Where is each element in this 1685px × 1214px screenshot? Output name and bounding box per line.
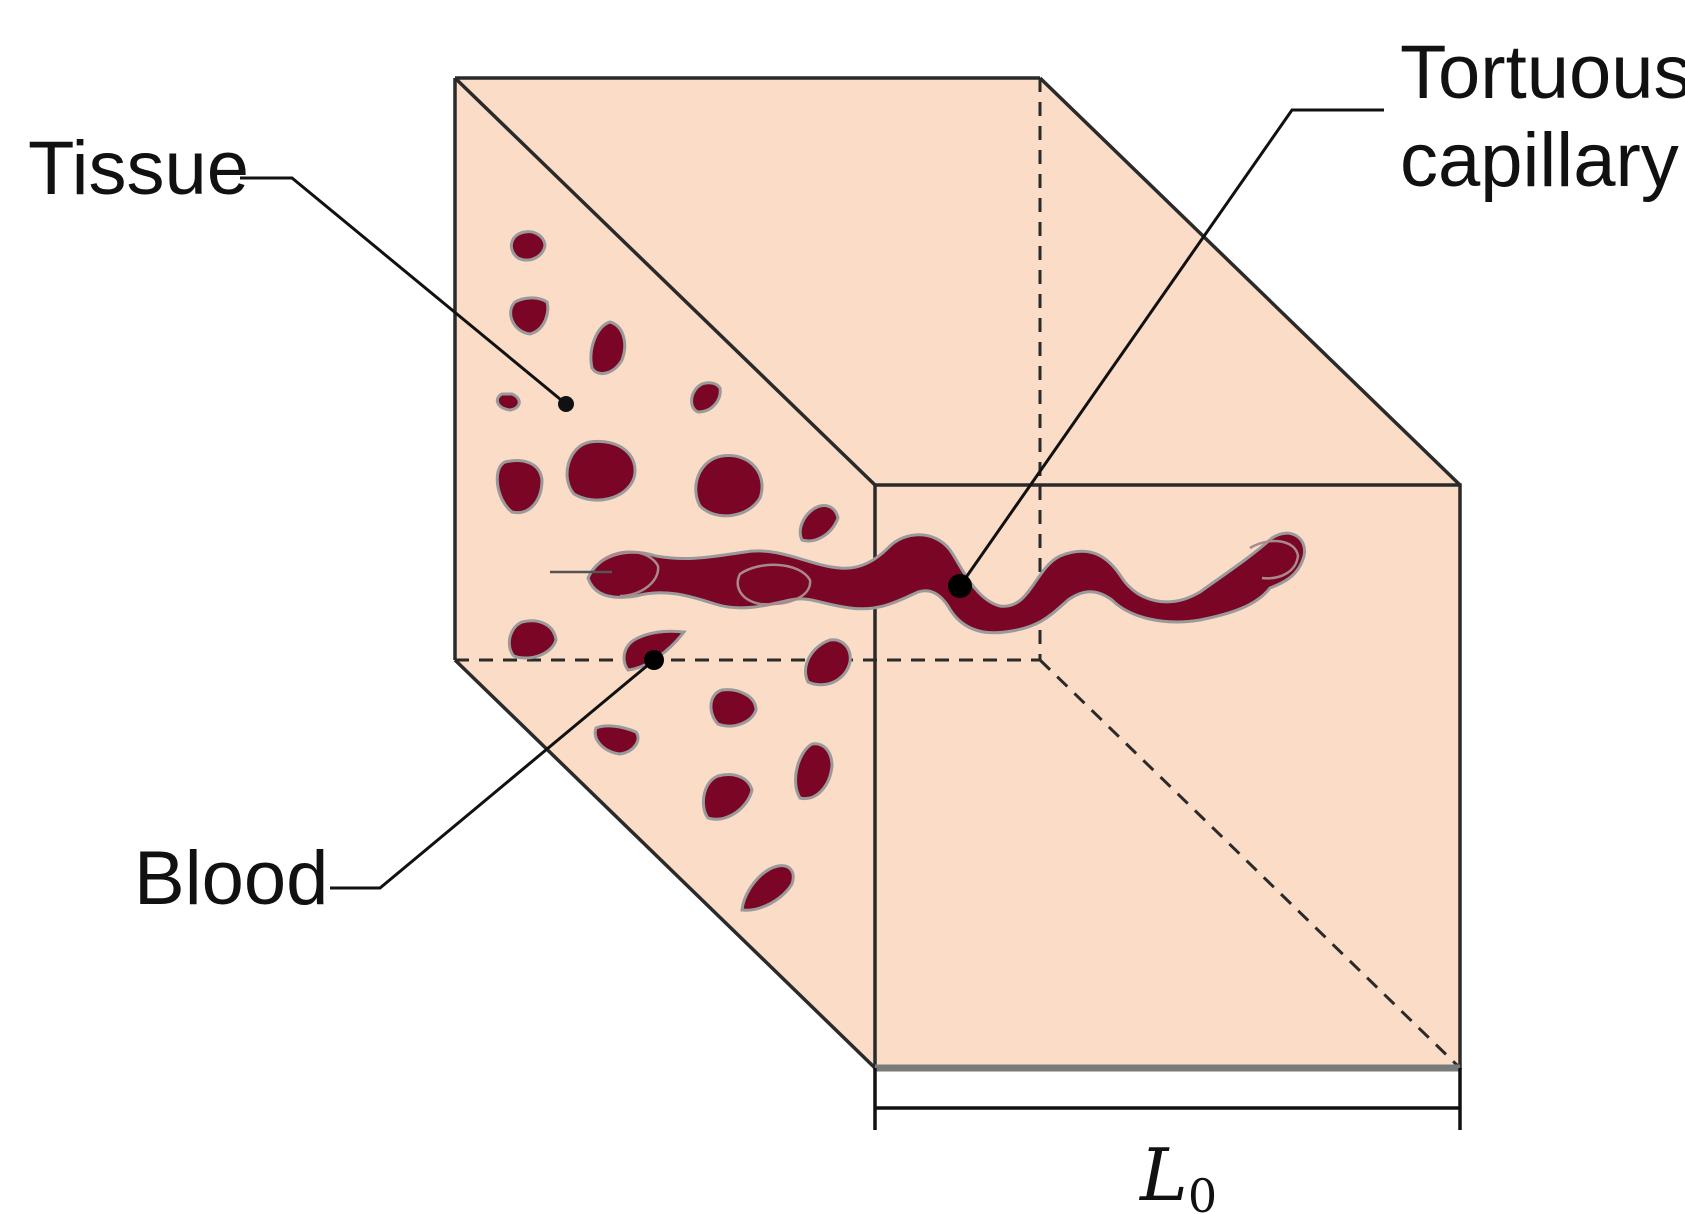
blood-vessel-section [509,296,550,336]
blood-vessel-section [589,320,627,376]
edge-top-right [1038,76,1462,487]
blood-vessel-section [694,454,764,518]
tissue-marker-dot [558,396,574,412]
cube-top-face [455,78,1460,485]
capillary-leader-line [958,108,1384,587]
edge-bottom-left-diagonal [453,658,877,1070]
hidden-edge-diagonal [1038,658,1462,1070]
blood-vessel-section [740,864,795,912]
capillary-label-line2: capillary [1400,118,1679,203]
tissue-callout [240,176,574,412]
blood-leader-line [330,658,655,890]
length-dimension: L0 [873,1068,1462,1214]
blood-vessel-section [495,459,544,515]
edge-top-left-diagonal [453,76,877,487]
blood-vessel-section [593,724,640,756]
blood-vessel-section [794,742,834,801]
tortuous-capillary [550,531,1307,635]
blood-vessel-section [709,688,758,728]
blood-vessel-section [509,230,547,262]
capillary-cell-outline [1249,539,1300,580]
capillary-label-line1: Tortuous [1400,30,1685,115]
blood-vessel-section [507,619,558,660]
tissue-leader-line [240,176,567,406]
blood-marker-dot [644,650,664,670]
blood-vessel-section [690,381,722,414]
blood-callout [330,650,664,890]
blood-vessel-section [565,439,637,502]
capillary-cell-outline [736,563,812,606]
blood-vessel-section [495,392,521,412]
length-label: L0 [1138,1133,1217,1214]
tissue-label: Tissue [28,126,249,211]
blood-vessel-section [804,638,852,687]
cube-front-face [875,485,1460,1068]
length-subscript: 0 [1188,1169,1217,1214]
length-symbol: L [1138,1133,1188,1214]
blood-label: Blood [134,836,328,921]
capillary-marker-dot [948,574,972,598]
capillary-cell-outline [599,550,660,598]
capillary-callout [948,108,1384,598]
blood-vessel-section [798,504,840,543]
capillary-body [586,531,1307,635]
blood-vessel-section [701,773,754,821]
